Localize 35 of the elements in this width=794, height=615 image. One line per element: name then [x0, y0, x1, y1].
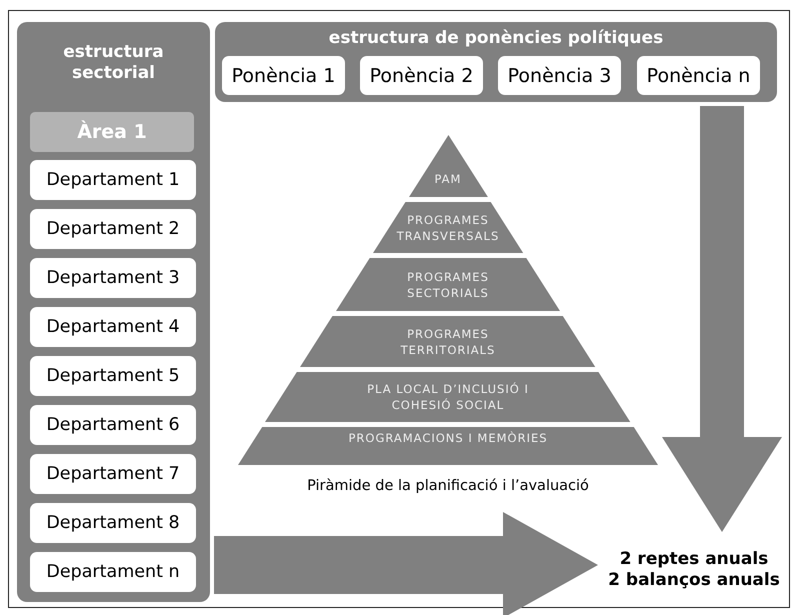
area-box: Àrea 1 [30, 112, 194, 152]
panel-title: estructura sectorial [62, 42, 165, 84]
department-box: Departament 6 [30, 405, 196, 445]
block-arrow [662, 106, 782, 532]
ponencia-box: Ponència 2 [360, 56, 483, 95]
tier-label: PAM [433, 171, 462, 187]
panel-title: estructura de ponències polítiques [328, 28, 664, 49]
ponencia-box: Ponència 1 [222, 56, 345, 95]
pyramid-tier [238, 427, 658, 465]
panel [17, 22, 210, 602]
department-box: Departament 5 [30, 356, 196, 396]
department-box: Departament 3 [30, 258, 196, 298]
department-box: Departament 1 [30, 160, 196, 200]
department-box: Departament 2 [30, 209, 196, 249]
pyramid-tier [265, 372, 631, 422]
pyramid-caption: Piràmide de la planificació i l’avaluació [306, 478, 590, 494]
ponencia-box: Ponència n [637, 56, 760, 95]
ponencia-box: Ponència 3 [498, 56, 621, 95]
pyramid-tier [300, 316, 596, 367]
pyramid-tier [372, 202, 524, 253]
tier-label: PLA LOCAL D’INCLUSIÓ I COHESIÓ SOCIAL [366, 381, 530, 413]
pyramid-tier [408, 135, 488, 197]
tier-label: PROGRAMES TRANSVERSALS [396, 212, 500, 244]
pyramid-tier [336, 258, 560, 311]
result-line: 2 reptes anuals [620, 549, 768, 570]
tier-label: PROGRAMES TERRITORIALS [400, 326, 496, 358]
tier-label: PROGRAMACIONS I MEMÒRIES [347, 430, 549, 446]
department-box: Departament 8 [30, 503, 196, 543]
panel [215, 22, 777, 102]
tier-label: PROGRAMES SECTORIALS [406, 268, 490, 300]
department-box: Departament n [30, 552, 196, 592]
department-box: Departament 7 [30, 454, 196, 494]
department-box: Departament 4 [30, 307, 196, 347]
block-arrow [214, 512, 598, 615]
result-line: 2 balanços anuals [608, 570, 780, 591]
